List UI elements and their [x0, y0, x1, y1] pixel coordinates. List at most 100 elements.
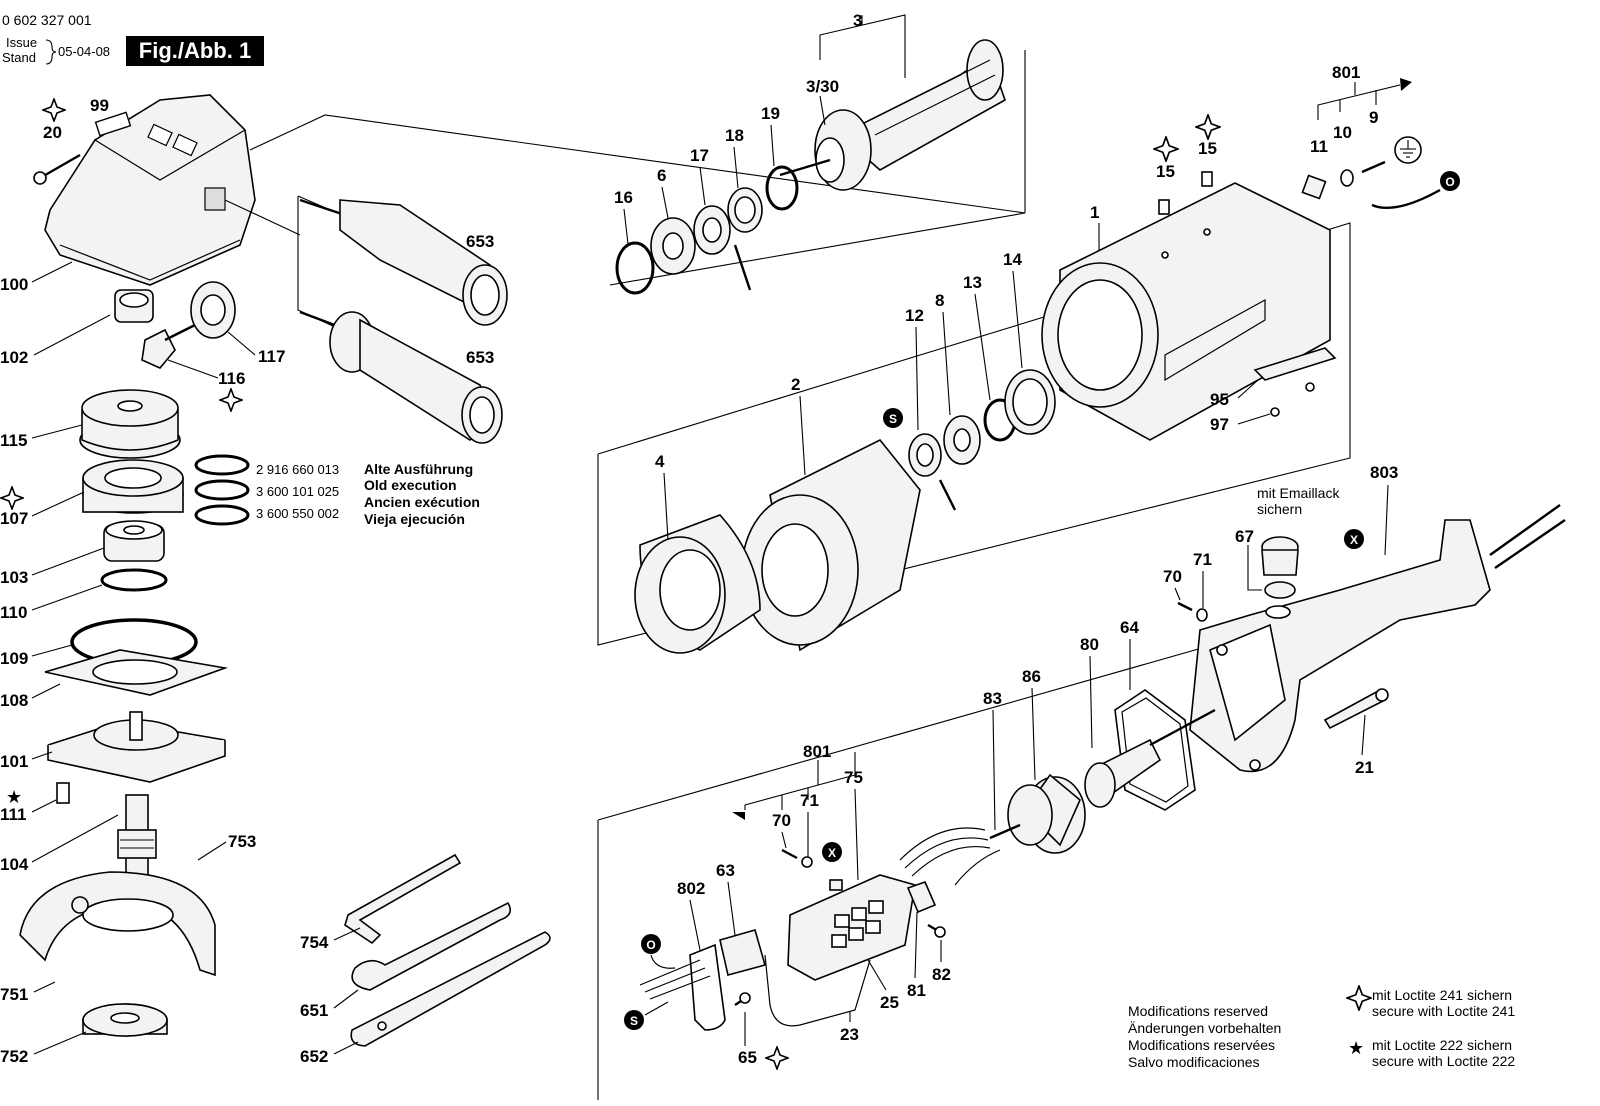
air-guide-4-part — [634, 514, 761, 654]
note-emaillack-1: mit Emaillack — [1257, 485, 1340, 501]
variant-number-3: 3 600 550 002 — [256, 506, 339, 521]
label-16: 16 — [614, 188, 633, 207]
marker-x-handle — [1344, 529, 1364, 549]
label-65: 65 — [738, 1048, 757, 1067]
nameplate-95-part — [1253, 347, 1337, 417]
label-110: 110 — [0, 603, 27, 622]
circlip-19-part — [765, 165, 799, 211]
issue-brace — [45, 39, 57, 65]
modifications-es: Salvo modificaciones — [1128, 1054, 1260, 1070]
shaft-80-part — [1084, 708, 1216, 808]
screw-20-part — [33, 153, 81, 185]
marker-o-bottom — [641, 934, 661, 954]
screw-15-a — [1158, 199, 1170, 215]
label-64: 64 — [1120, 618, 1139, 637]
label-801-a: 801 — [1332, 63, 1360, 82]
label-tag-part — [94, 111, 132, 137]
pinion-part — [141, 323, 196, 369]
spindle-104-part — [117, 794, 157, 876]
old-execution-rings — [194, 454, 250, 526]
variant-text-2: Old execution — [364, 477, 457, 493]
label-753: 753 — [228, 832, 256, 851]
bearing-8-part — [943, 415, 981, 465]
label-652: 652 — [300, 1047, 328, 1066]
variant-text-1: Alte Ausführung — [364, 461, 473, 477]
label-1: 1 — [1090, 203, 1099, 222]
label-754: 754 — [300, 933, 329, 952]
label-63: 63 — [716, 861, 735, 880]
o-ring-110-part — [100, 568, 168, 592]
marker-o-top — [1440, 171, 1460, 191]
label-14: 14 — [1003, 250, 1022, 269]
loctite-241-star-icon — [765, 1046, 789, 1070]
label-653-b: 653 — [466, 348, 494, 367]
label-10: 10 — [1333, 123, 1352, 142]
svg-text:S: S — [630, 1014, 638, 1028]
loctite-222-star-icon: ★ — [1348, 1038, 1364, 1059]
label-83: 83 — [983, 689, 1002, 708]
legend-loctite222-en: secure with Loctite 222 — [1372, 1053, 1515, 1069]
handle-803-part — [1189, 504, 1566, 773]
screw-21-part — [1323, 688, 1389, 730]
label-80: 80 — [1080, 635, 1099, 654]
label-19: 19 — [761, 104, 780, 123]
bearing-6-part — [650, 217, 696, 275]
arrow-icon — [732, 812, 745, 820]
svg-text:X: X — [828, 846, 836, 860]
screw-65-part — [734, 992, 751, 1006]
label-801-b: 801 — [803, 742, 831, 761]
label-11: 11 — [1310, 137, 1328, 156]
bearing-107-part — [82, 459, 184, 514]
label-70-b: 70 — [772, 811, 791, 830]
needle-bearing-part — [114, 289, 154, 323]
modifications-de: Änderungen vorbehalten — [1128, 1020, 1281, 1036]
screw-70-a — [1177, 601, 1193, 612]
label-117: 117 — [258, 347, 285, 366]
modifications-en: Modifications reserved — [1128, 1003, 1268, 1019]
ring-14-part — [1004, 369, 1056, 435]
switch-knob-67-part — [1261, 536, 1299, 619]
modifications-fr: Modifications reservées — [1128, 1037, 1275, 1053]
loctite-241-star-icon — [42, 98, 66, 122]
bracket-81-part — [906, 880, 937, 914]
label-111: 111 — [0, 805, 27, 824]
label-71-a: 71 — [1193, 550, 1212, 569]
loctite-241-star-icon — [219, 388, 243, 412]
hex-key-754-part — [344, 853, 462, 945]
ring-12-part — [908, 433, 957, 511]
marker-s-bottom — [624, 1010, 644, 1030]
flange-117-part — [190, 281, 236, 339]
screw-70-b — [781, 848, 798, 860]
label-101: 101 — [0, 752, 28, 771]
wrench-651-part — [351, 901, 511, 991]
sleeve-86-part — [1007, 773, 1086, 854]
svg-text:X: X — [1350, 533, 1358, 547]
label-75: 75 — [844, 768, 863, 787]
label-25: 25 — [880, 993, 899, 1012]
ball-bearing-103-part — [103, 520, 165, 562]
label-752: 752 — [0, 1047, 28, 1066]
note-emaillack-2: sichern — [1257, 501, 1302, 517]
label-100: 100 — [0, 275, 28, 294]
side-handle-653-b — [299, 310, 503, 444]
screw-82-part — [927, 923, 946, 938]
label-103: 103 — [0, 568, 28, 587]
screw-9-part — [1361, 160, 1386, 174]
label-108: 108 — [0, 691, 28, 710]
legend-loctite222-de: mit Loctite 222 sichern — [1372, 1037, 1512, 1053]
variant-number-1: 2 916 660 013 — [256, 462, 339, 477]
marker-x-switch — [822, 842, 842, 862]
loctite-241-star-icon — [1153, 136, 1179, 162]
marker-s-stator — [883, 408, 903, 428]
loctite-241-star-icon — [1195, 114, 1221, 140]
ground-symbol-icon — [1394, 136, 1422, 164]
arrow-icon — [1400, 78, 1412, 91]
label-109: 109 — [0, 649, 28, 668]
ring-18-part — [727, 187, 763, 233]
label-653-a: 653 — [466, 232, 494, 251]
doc-number: 0 602 327 001 — [2, 12, 92, 28]
label-104: 104 — [0, 855, 29, 874]
label-70-a: 70 — [1163, 567, 1182, 586]
label-651: 651 — [300, 1001, 328, 1020]
